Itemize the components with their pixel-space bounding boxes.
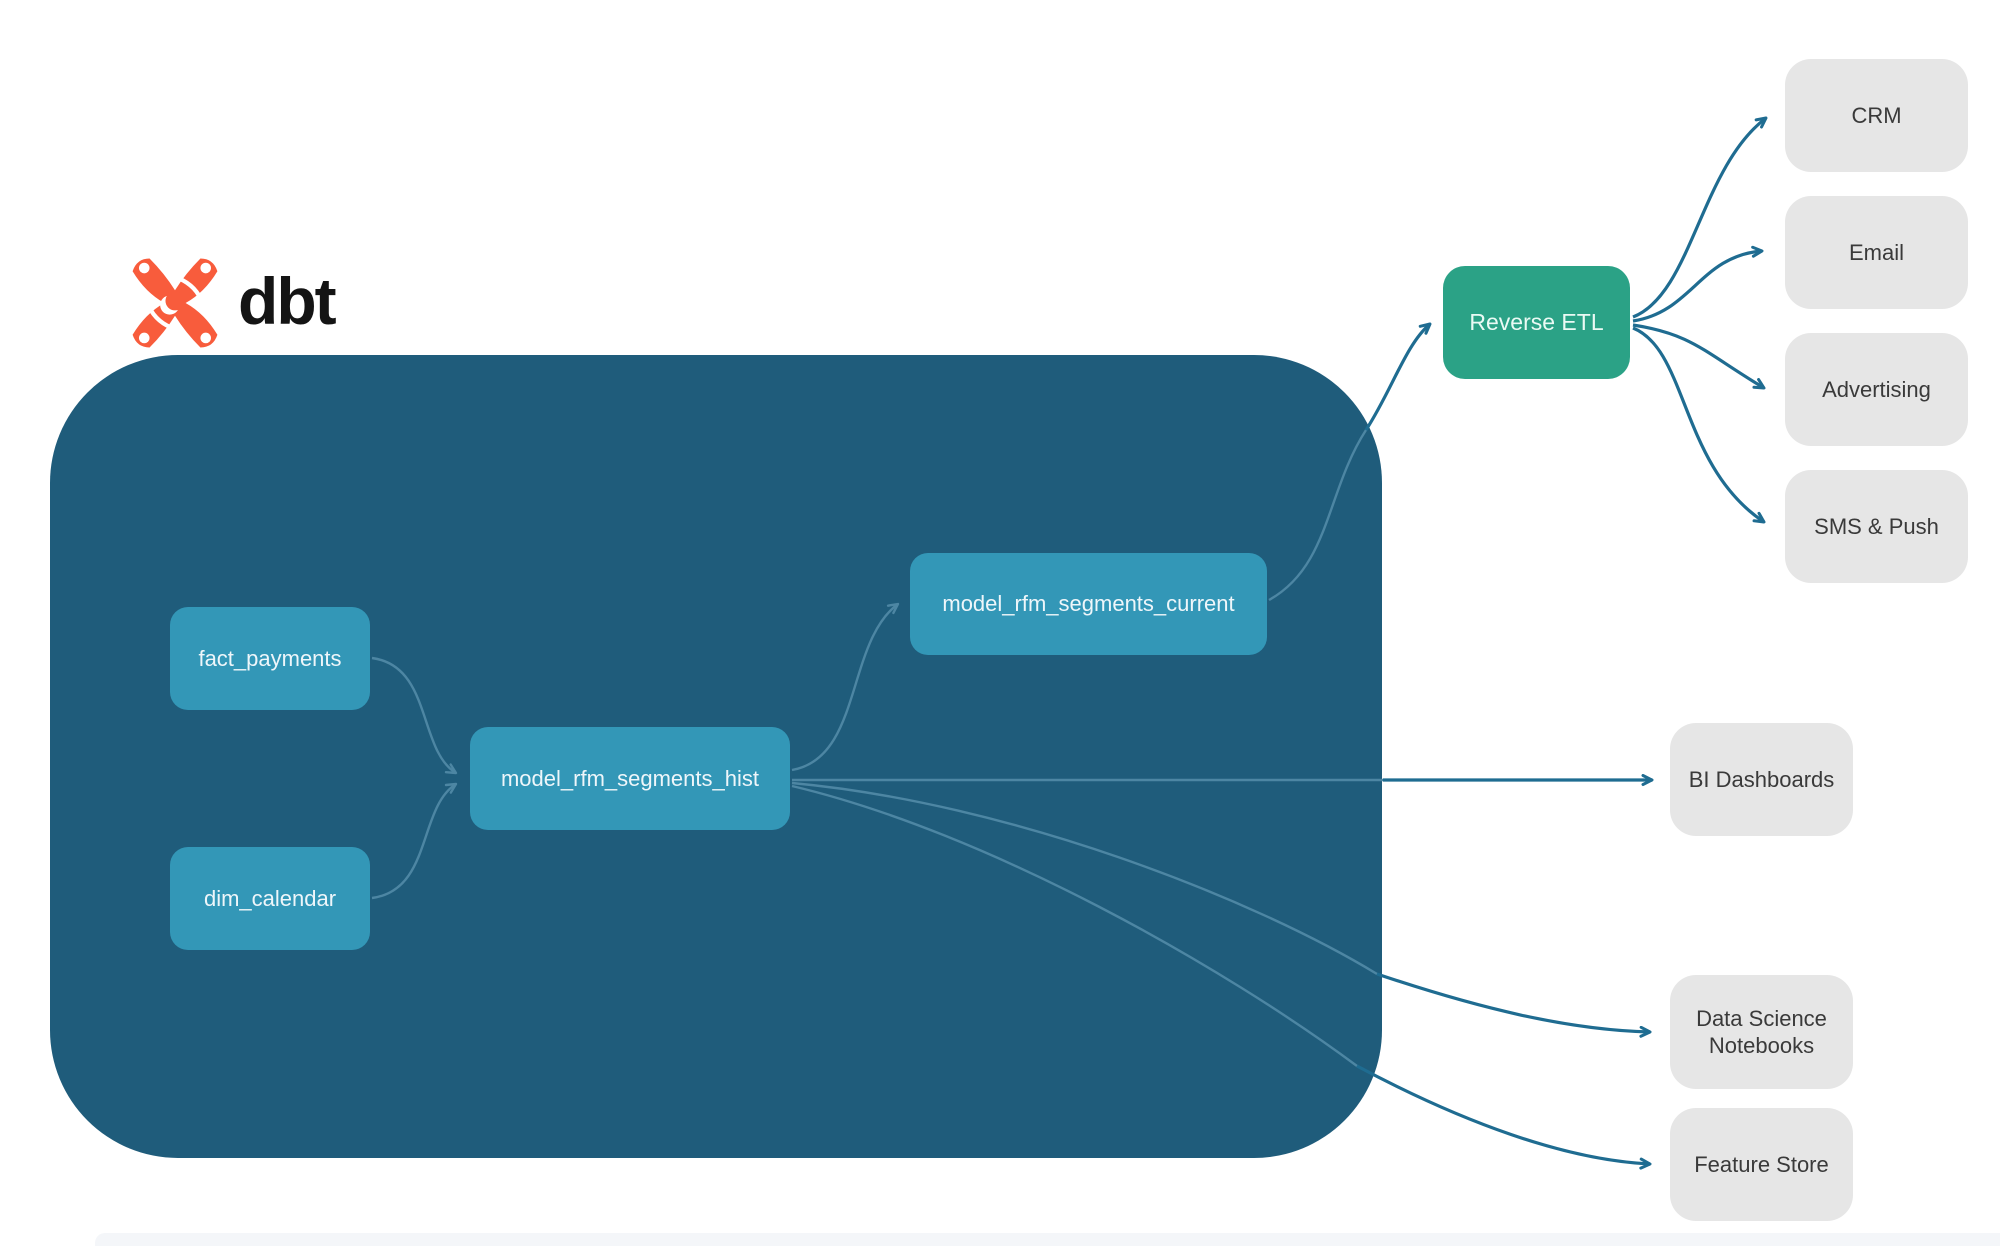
node-label: SMS & Push [1814,513,1939,539]
dbt-logo-text: dbt [238,264,337,338]
node-data-science-notebooks[interactable]: Data Science Notebooks [1670,975,1853,1089]
node-feature-store[interactable]: Feature Store [1670,1108,1853,1221]
node-bi-dashboards[interactable]: BI Dashboards [1670,723,1853,836]
edge-hist-to-notebooks [1376,972,1652,1038]
edge-reverse-etl-to-crm [1632,116,1768,319]
node-crm[interactable]: CRM [1785,59,1968,172]
node-label: Advertising [1822,376,1931,402]
dbt-logo-icon [132,258,218,348]
edge-reverse-etl-to-advertising [1632,323,1766,390]
node-label: Reverse ETL [1469,309,1604,336]
edge-hist-to-feature-store [1356,1064,1652,1170]
node-label: model_rfm_segments_current [942,591,1235,617]
node-label: Feature Store [1694,1151,1829,1177]
node-label: BI Dashboards [1688,766,1835,792]
node-label: Email [1848,239,1904,265]
node-fact-payments[interactable]: fact_payments [170,607,370,710]
edge-reverse-etl-to-sms-push [1632,326,1766,524]
node-label: dim_calendar [203,885,337,911]
node-advertising[interactable]: Advertising [1785,333,1968,446]
node-label: model_rfm_segments_hist [500,765,759,791]
node-model-rfm-segments-hist[interactable]: model_rfm_segments_hist [470,727,790,830]
node-label: CRM [1851,102,1902,128]
node-model-rfm-segments-current[interactable]: model_rfm_segments_current [910,553,1267,655]
node-dim-calendar[interactable]: dim_calendar [170,847,370,950]
edge-reverse-etl-to-email [1632,245,1764,323]
node-sms-push[interactable]: SMS & Push [1785,470,1968,583]
node-label: fact_payments [198,645,342,671]
bottom-strip [95,1233,2000,1246]
edge-current-to-reverse-etl [1364,322,1432,431]
dbt-logo: dbt [122,250,337,356]
node-label: Data Science Notebooks [1696,1005,1827,1059]
node-reverse-etl[interactable]: Reverse ETL [1443,266,1630,379]
node-email[interactable]: Email [1785,196,1968,309]
